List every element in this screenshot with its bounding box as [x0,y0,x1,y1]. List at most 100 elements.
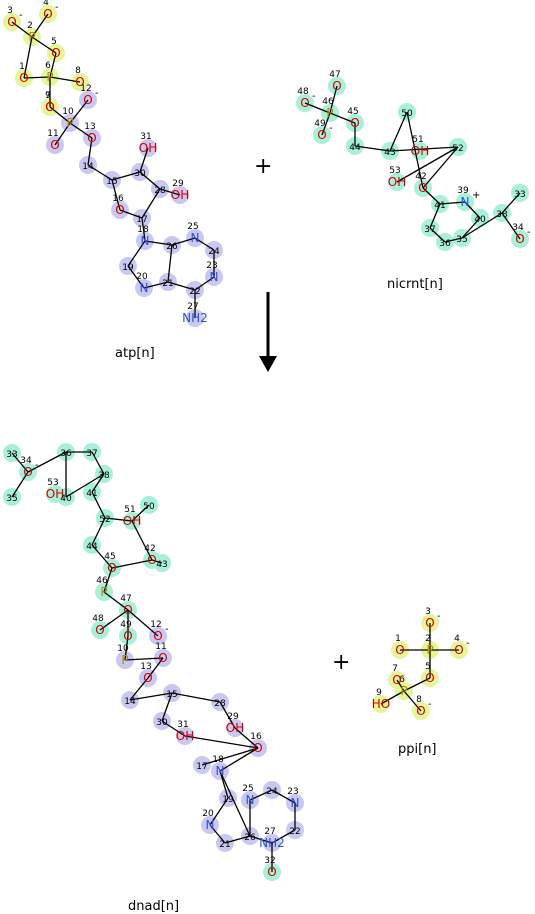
atom-number: 19 [122,263,134,273]
atom-symbol: O [425,616,434,630]
atom-atp-20: N20 [136,272,148,295]
atom-atp-15: 15 [106,177,117,187]
atom-nicrnt-43: 43 [384,148,395,158]
bond [124,635,129,661]
atom-number: 34 [512,223,524,233]
atom-number: 26 [244,833,256,843]
bond [501,212,521,240]
atom-nicrnt-45: O45 [347,107,359,130]
bond [143,281,169,289]
atom-number: 22 [289,827,300,837]
bond [389,111,408,152]
atom-atp-4: O-4 [43,0,59,21]
atom-number: 28 [214,699,226,709]
atom-symbol: N [191,231,200,245]
atom-ppi-3: O-3 [425,607,441,630]
atom-dnad-33: 33 [6,450,17,460]
atom-number: 11 [155,642,166,652]
atom-number: 32 [264,856,275,866]
atom-atp-8: O8 [75,66,85,89]
atom-number: 47 [329,70,340,80]
atom-number: 35 [456,235,467,245]
bond [69,99,89,124]
atom-number: 6 [45,61,51,71]
atom-symbol: P [326,106,333,120]
atom-number: 52 [99,515,110,525]
atom-number: 23 [287,787,298,797]
atom-dnad-22: 22 [289,827,300,837]
atom-number: 36 [60,449,72,459]
atom-dnad-49: O49 [120,620,132,643]
atom-atp-12: O-12 [80,84,99,107]
bond [461,212,503,239]
bond [321,112,331,136]
molecule-name-dnad: dnad[n] [128,899,179,914]
reaction-arrow [259,292,277,372]
bond [104,517,133,522]
atom-charge: - [466,638,470,649]
atom-number: 37 [424,225,435,235]
atom-dnad-23: N23 [287,787,299,810]
atom-atp-3: O-3 [7,6,23,29]
bond [171,692,221,703]
atom-symbol: N [210,270,219,284]
atom-number: 9 [376,688,382,698]
bond [219,770,229,799]
atom-number: 41 [434,201,445,211]
atom-ppi-9: HO9 [372,688,390,711]
atom-number: 41 [86,489,97,499]
bond [209,824,226,844]
atom-dnad-11: O11 [155,642,167,665]
atom-number: 24 [266,787,278,797]
atom-dnad-52: 52 [99,515,110,525]
atom-dnad-32: O32 [264,856,276,879]
atom-number: 11 [47,129,58,139]
bond [209,797,229,826]
bond [403,690,422,712]
atom-dnad-17: 17 [196,762,207,772]
bond [103,591,129,611]
atom-number: 29 [227,712,239,722]
bond [91,473,105,493]
atom-number: 40 [474,215,486,225]
bond [144,240,173,246]
atom-ppi-1: O1 [395,634,405,657]
atom-number: 33 [514,190,525,200]
atom-symbol: O [7,15,16,29]
atom-number: 2 [425,634,431,644]
bond [99,609,129,631]
atom-number: 44 [86,542,98,552]
atom-number: 14 [124,697,136,707]
atom-number: 37 [86,449,97,459]
bond [111,179,121,211]
atom-symbol: O [87,131,96,145]
atom-number: 45 [347,107,358,117]
atom-dnad-15: 15 [166,690,177,700]
atom-charge: - [437,611,441,622]
bond [87,164,113,181]
bond [127,609,159,637]
bond [139,171,161,190]
bond [439,201,466,205]
bond [69,122,93,139]
bond [271,789,296,804]
atom-nicrnt-52: 52 [452,144,463,154]
atom-dnad-36: 36 [60,449,72,459]
bond [161,692,173,722]
bond [194,276,215,291]
atom-symbol: N [461,195,470,209]
molecule-name-nicrnt: nicrnt[n] [387,277,443,292]
atom-atp-5: O5 [51,37,61,60]
atom-symbol: O [300,96,309,110]
atom-symbol: O [350,116,359,130]
atom-symbol: O [317,128,326,142]
atom-symbol: P [66,116,73,130]
atom-charge: - [107,618,111,629]
atom-ppi-5: O5 [425,662,435,685]
bond [23,76,51,79]
atom-charge: - [329,123,333,134]
atom-dnad-25: N25 [242,784,254,807]
atom-symbol: N [246,793,255,807]
atom-symbol: O [267,865,276,879]
